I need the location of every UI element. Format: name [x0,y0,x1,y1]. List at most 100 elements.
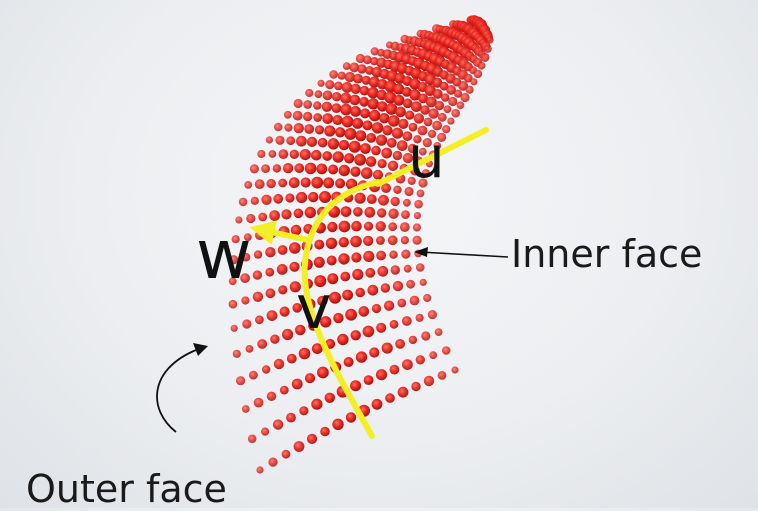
surface-dot [385,393,395,403]
surface-dot [421,331,430,340]
surface-dot [299,348,311,360]
surface-dot [460,93,469,102]
surface-dot [327,256,337,266]
surface-dot [267,179,276,188]
surface-dot [242,319,251,328]
surface-dot [405,111,414,120]
surface-dot [373,170,383,180]
surface-dot [400,222,410,232]
surface-dot [305,373,315,383]
surface-dot [369,110,380,121]
surface-dot [353,207,363,217]
surface-dot [296,136,307,147]
surface-dot [379,113,389,123]
surface-dot [269,210,280,221]
surface-dot [257,150,265,158]
surface-dot [341,206,352,217]
surface-dot [335,178,345,188]
surface-dot [338,72,346,80]
v-axis-label: v [296,278,332,338]
surface-dot [420,279,427,286]
surface-dot [390,365,400,375]
outer-face-arrow [157,343,208,432]
surface-dot [451,109,460,118]
surface-dot [390,320,399,329]
u-axis-label: u [408,128,445,186]
surface-dot [294,123,304,133]
surface-dot [382,125,392,135]
surface-dot [333,115,343,125]
surface-dot [332,103,342,113]
surface-dot [478,62,486,70]
surface-dot [323,177,334,188]
surface-dot [364,207,375,218]
surface-dot [281,209,291,219]
surface-dot [376,221,386,231]
surface-dot [393,186,401,194]
surface-dot [279,149,289,159]
surface-dot [296,192,307,203]
surface-dot [414,200,423,209]
surface-dot [333,313,343,323]
surface-dot [398,387,409,398]
surface-dot [388,209,398,219]
surface-dot [363,120,373,130]
surface-dot [325,80,334,89]
surface-dot [392,128,403,139]
surface-dot [270,335,279,344]
surface-dot [308,192,318,202]
surface-dot [470,78,477,85]
surface-dot [388,161,398,171]
surface-dot [355,130,366,141]
surface-dot [342,116,354,128]
surface-dot [394,95,405,106]
surface-dot [416,355,425,364]
surface-dot [364,375,374,385]
surface-dot [393,151,402,160]
surface-dot [287,354,297,364]
surface-dot [339,165,350,176]
surface-dot [345,309,357,321]
surface-dot [254,398,264,408]
surface-dot [372,122,383,133]
surface-dot [304,124,314,134]
surface-dot [273,164,281,172]
surface-dot [376,251,386,261]
surface-dot [236,376,245,385]
surface-dot [406,280,415,289]
surface-dot [344,153,354,163]
surface-dot [376,135,387,146]
surface-dot [355,288,365,298]
surface-dot [391,197,400,206]
surface-dot [290,150,299,159]
surface-dot [398,119,408,129]
surface-dot [246,345,254,353]
surface-dot [285,193,294,202]
surface-dot [393,281,403,291]
surface-dot [314,240,324,250]
surface-dot [293,111,303,121]
surface-dot [337,334,348,345]
surface-dot [294,209,304,219]
surface-dot [231,325,238,332]
surface-dot [318,138,328,148]
surface-dot [326,238,337,249]
surface-dot [241,296,249,304]
surface-dot [397,299,406,308]
surface-dot [389,251,397,259]
surface-dot [416,314,424,322]
surface-dot [372,399,383,410]
surface-dot [292,379,303,390]
surface-dot [254,250,262,258]
surface-dot [360,108,370,118]
surface-dot [340,93,351,104]
surface-dot [289,262,299,272]
surface-dot [319,191,331,203]
surface-dot [384,301,394,311]
surface-dot [282,329,293,340]
surface-dot [339,237,349,247]
surface-dot [404,265,412,273]
surface-dot [401,210,410,219]
surface-dot [428,108,438,118]
